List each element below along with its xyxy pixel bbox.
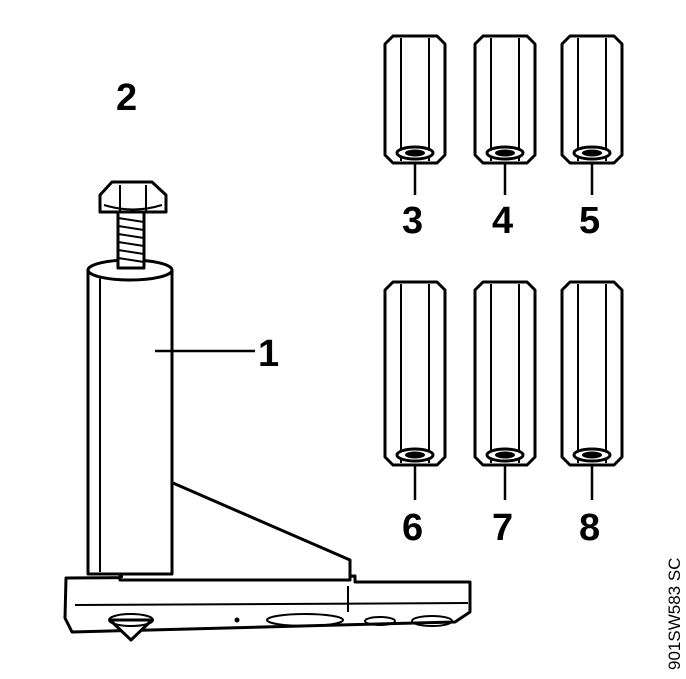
callout-2: 2 <box>116 77 137 119</box>
threaded-rod <box>116 208 146 270</box>
sleeve-5 <box>560 34 624 165</box>
callout-5: 5 <box>579 200 600 242</box>
sleeve-8 <box>560 280 624 467</box>
sleeve-7 <box>473 280 537 467</box>
puller-body <box>63 180 472 642</box>
callout-4: 4 <box>492 200 513 242</box>
sleeve-6 <box>383 280 447 467</box>
sleeve-3 <box>383 34 447 165</box>
figure-code: 901SW583 SC <box>665 558 684 670</box>
callout-6: 6 <box>402 507 423 549</box>
hex-nut <box>98 180 168 214</box>
callout-1: 1 <box>258 333 279 375</box>
sleeve-4 <box>473 34 537 165</box>
base-plate <box>63 574 472 634</box>
callout-3: 3 <box>402 200 423 242</box>
callout-7: 7 <box>492 507 513 549</box>
upright-cylinder <box>86 258 174 576</box>
callout-8: 8 <box>579 507 600 549</box>
